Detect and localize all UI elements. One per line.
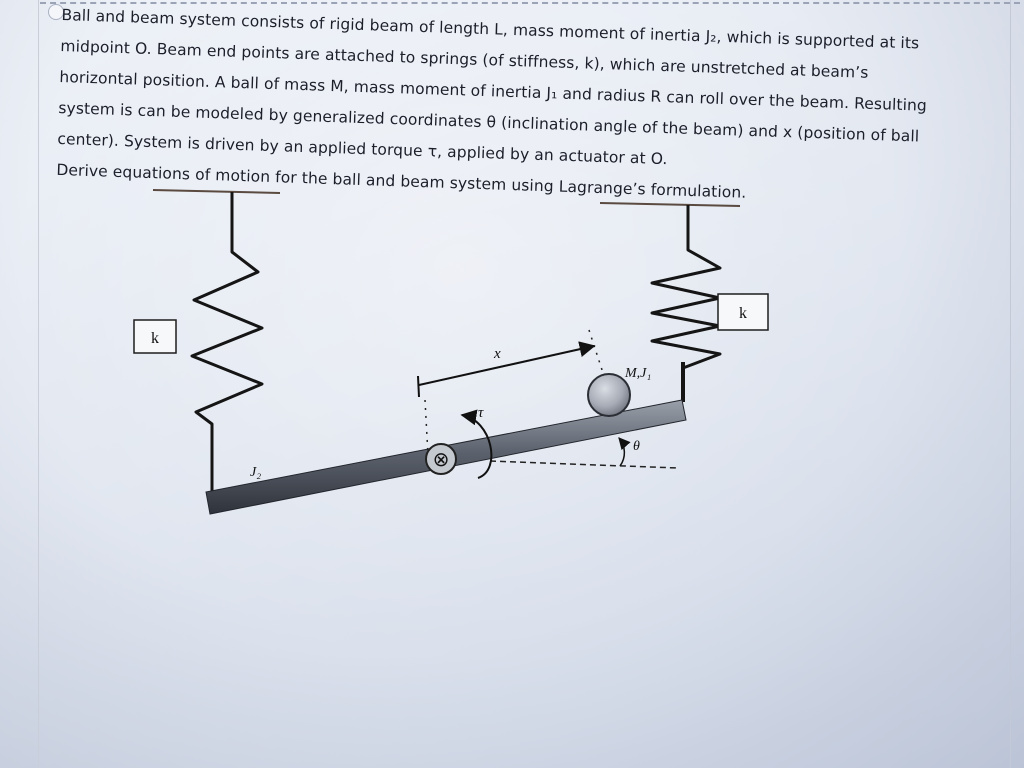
left-spring: [190, 192, 264, 492]
x-dimension-tick: [417, 375, 420, 398]
angle-label: θ: [633, 439, 640, 454]
right-spring-stiffness-box: [717, 293, 769, 331]
pivot-symbol: ⊗: [433, 447, 450, 471]
right-ceiling-line: [599, 202, 741, 207]
torque-label: τ: [478, 405, 484, 421]
ball-mass-inertia-label: M,J₁: [624, 366, 651, 381]
right-spring-stiffness-label: k: [739, 305, 747, 322]
right-edge-line: [1010, 0, 1011, 768]
pivot-vertical-dotted-line: [424, 399, 429, 456]
torque-arrow: [460, 409, 493, 479]
angle-arc: [618, 437, 631, 467]
top-dashed-border: [40, 2, 1020, 4]
bullet-marker: [48, 4, 64, 20]
right-spring: [650, 205, 722, 370]
ball-vertical-dotted-line: [588, 329, 605, 377]
pivot-joint: [425, 443, 457, 475]
left-margin-line: [38, 0, 39, 768]
left-spring-stiffness-box: [133, 319, 177, 354]
beam-inertia-label: J₂: [250, 465, 261, 480]
horizontal-reference-line: [489, 460, 679, 469]
ball: [587, 373, 631, 417]
x-dimension-arrow: [418, 341, 596, 386]
x-label: x: [493, 346, 501, 362]
left-spring-stiffness-label: k: [151, 330, 159, 347]
left-ceiling-line: [152, 189, 281, 194]
